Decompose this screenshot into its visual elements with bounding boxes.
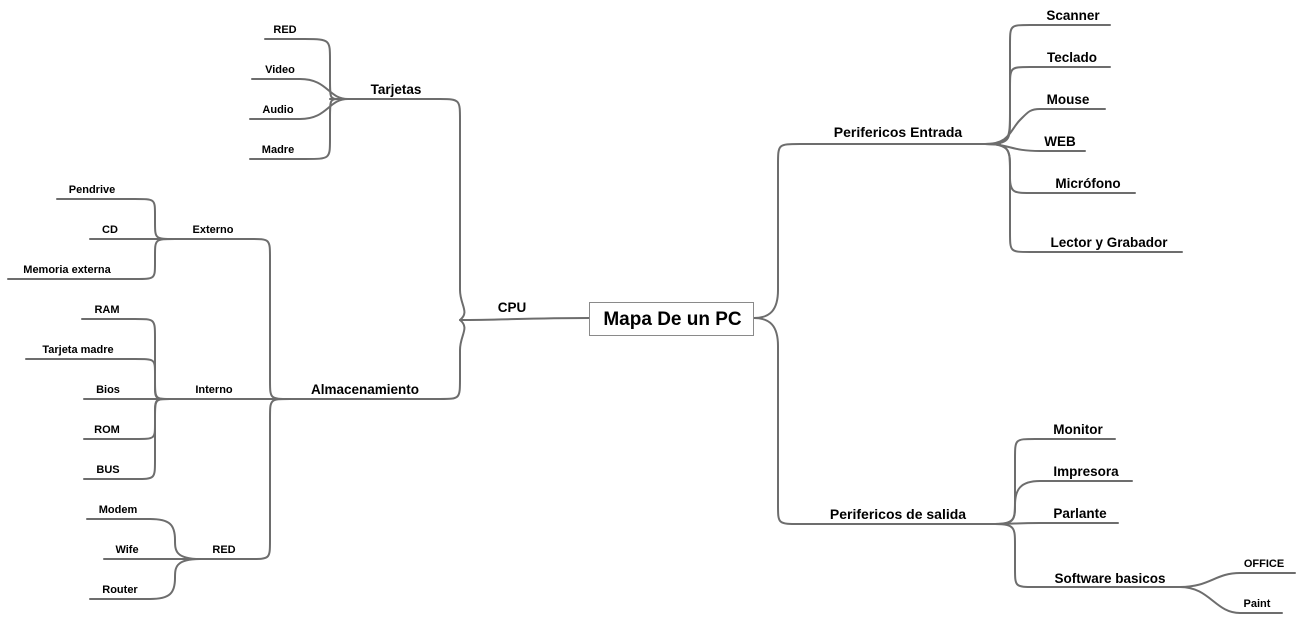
node-software-basicos[interactable]: Software basicos [1054,571,1166,586]
node-parlante[interactable]: Parlante [1053,506,1107,521]
node-madre[interactable]: Madre [261,144,295,156]
node-perifericos-salida[interactable]: Perifericos de salida [829,506,967,522]
node-modem[interactable]: Modem [98,504,138,516]
node-audio[interactable]: Audio [262,104,294,116]
connector-red-modem [86,518,201,560]
node-interno[interactable]: Interno [195,384,233,396]
node-tarjetas-red[interactable]: RED [273,24,297,36]
node-paint[interactable]: Paint [1243,598,1271,610]
connector-root-entrada [753,143,1001,319]
node-almacenamiento[interactable]: Almacenamiento [310,382,420,397]
connector-alm-red [189,398,291,560]
node-alm-red[interactable]: RED [212,544,236,556]
connector-cpu-tarjetas [329,98,466,321]
connector-root-salida [753,317,1001,525]
node-tarjeta-madre[interactable]: Tarjeta madre [42,344,114,356]
node-impresora[interactable]: Impresora [1053,464,1119,479]
connector-entrada-scanner [984,24,1111,145]
node-externo[interactable]: Externo [192,224,234,236]
node-teclado[interactable]: Teclado [1046,50,1098,65]
connector-tarjetas-madre [249,98,349,160]
node-ram[interactable]: RAM [94,304,120,316]
node-microfono[interactable]: Micrófono [1055,176,1121,191]
node-memoria-externa[interactable]: Memoria externa [23,264,111,276]
root-label: Mapa De un PC [603,309,742,330]
connector-software-office [1179,572,1296,588]
connector-root-cpu [459,317,591,321]
connector-salida-parlante [994,522,1119,525]
node-bios[interactable]: Bios [96,384,120,396]
connector-cpu-almacenamiento [269,319,466,400]
node-wife[interactable]: Wife [115,544,139,556]
node-tarjetas[interactable]: Tarjetas [370,82,422,97]
connector-entrada-teclado [984,66,1111,145]
node-office[interactable]: OFFICE [1243,558,1285,570]
node-mouse[interactable]: Mouse [1046,92,1090,107]
node-lector-grabador[interactable]: Lector y Grabador [1050,235,1168,250]
connector-salida-impresora [994,480,1133,525]
connector-salida-software [994,523,1181,588]
connector-externo-memoria [7,238,176,280]
node-cd[interactable]: CD [102,224,118,236]
node-rom[interactable]: ROM [94,424,120,436]
connector-entrada-mouse [984,108,1106,145]
node-perifericos-entrada[interactable]: Perifericos Entrada [833,124,963,140]
node-cpu[interactable]: CPU [497,300,527,315]
node-bus[interactable]: BUS [96,464,120,476]
node-router[interactable]: Router [102,584,138,596]
node-scanner[interactable]: Scanner [1046,8,1100,23]
connector-red-router [89,558,201,600]
node-video[interactable]: Video [265,64,295,76]
root-node[interactable]: Mapa De un PC [589,302,754,336]
node-web[interactable]: WEB [1044,134,1076,149]
node-monitor[interactable]: Monitor [1053,422,1103,437]
connector-software-paint [1179,586,1283,614]
connector-alm-externo [169,238,291,400]
connector-entrada-lector [984,143,1183,253]
connector-interno-bus [83,398,171,480]
connector-tarjetas-video [251,78,349,100]
node-pendrive[interactable]: Pendrive [68,184,116,196]
